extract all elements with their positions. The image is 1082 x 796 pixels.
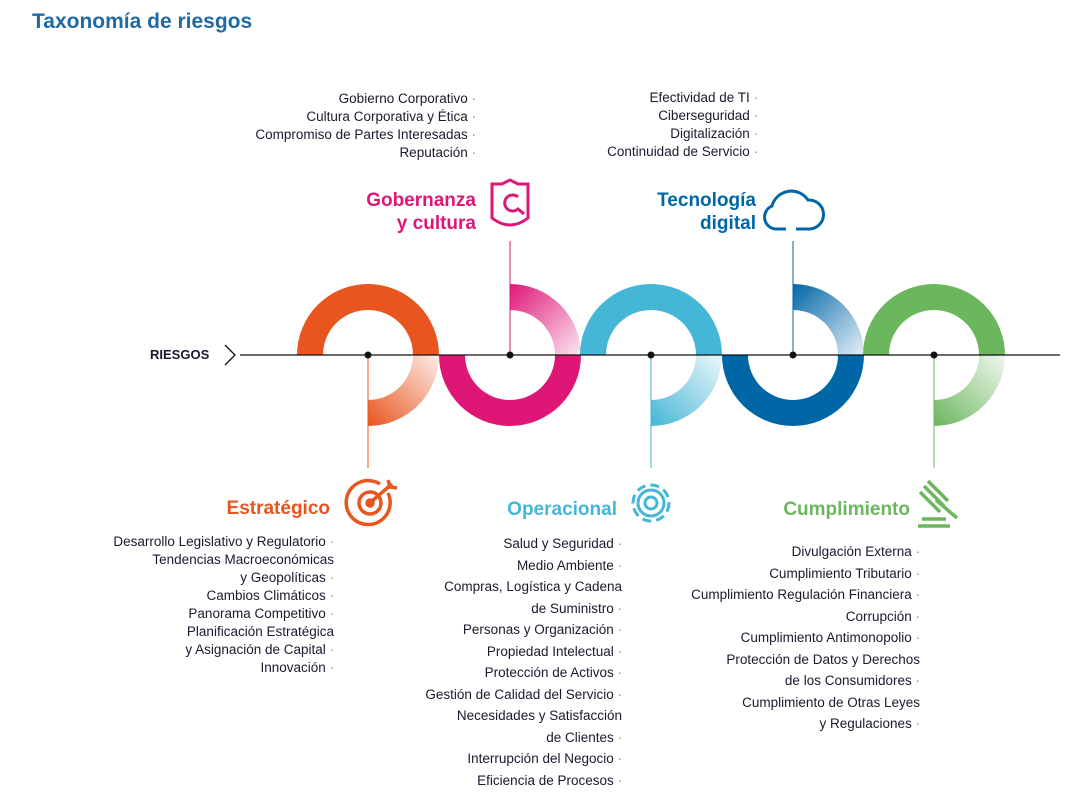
estrategico-ring-half [297,284,439,355]
gobernanza-node [506,351,514,359]
risk-item: Protección de Activos [425,662,622,684]
axis-label: RIESGOS [150,347,210,362]
risk-item: Medio Ambiente [425,555,622,577]
tecnologia-node [789,351,797,359]
risk-item: Ciberseguridad [607,107,758,125]
tecnologia-title-line1: Tecnología [657,190,756,211]
gavel-icon [918,479,959,528]
risk-item: Compras, Logística y Cadena [444,579,622,594]
risk-item: Efectividad de TI [607,89,758,107]
estrategico-ring-quarter [368,355,439,426]
gobernanza-ring-half [439,355,581,426]
cumplimiento-ring-half [863,284,1005,355]
risk-item: Compromiso de Partes Interesadas [255,126,476,144]
risk-item: Protección de Datos y Derechos [726,651,920,667]
gear-icon [631,483,671,523]
risk-item: Gestión de Calidad del Servicio [425,684,622,706]
cumplimiento-node [930,351,938,359]
risk-item: Personas y Organización [425,619,622,641]
cloud-icon [763,189,826,231]
operacional-items: Salud y SeguridadMedio AmbienteCompras, … [425,533,622,791]
page-title: Taxonomía de riesgos [32,10,253,33]
risk-item: Propiedad Intelectual [425,641,622,663]
risk-item: Corrupción [691,606,920,628]
risk-item: Salud y Seguridad [425,533,622,555]
risk-item: Planificación Estratégica [186,624,334,639]
gobernanza-ring-quarter [510,284,581,355]
risk-item: Tendencias Macroeconómicas [152,552,334,567]
risk-item: Cumplimiento de Otras Leyes [742,694,920,710]
risk-item: y Regulaciones [691,713,920,735]
risk-item: Cultura Corporativa y Ética [255,108,476,126]
risk-item: Panorama Competitivo [113,605,334,623]
operacional-node [647,351,655,359]
operacional-ring-quarter [651,355,722,426]
gobernanza-items: Gobierno CorporativoCultura Corporativa … [255,90,476,162]
arrow-icon [224,344,236,366]
risk-item: y Geopolíticas [113,569,334,587]
risk-item: Desarrollo Legislativo y Regulatorio [113,533,334,551]
risk-item: Interrupción del Negocio [425,748,622,770]
risk-item: Cumplimiento Regulación Financiera [691,584,920,606]
risk-item: Cumplimiento Tributario [691,563,920,585]
estrategico-node [364,351,372,359]
risk-item: y Asignación de Capital [113,641,334,659]
gobernanza-title-line1: Gobernanza [366,190,476,211]
risk-item: Necesidades y Satisfacción [456,708,622,723]
tecnologia-items: Efectividad de TICiberseguridadDigitaliz… [607,89,758,161]
risk-item: Divulgación Externa [691,541,920,563]
target-icon [344,478,398,527]
estrategico-items: Desarrollo Legislativo y RegulatorioTend… [113,533,334,677]
tecnologia-title: Tecnología digital [657,189,756,235]
estrategico-title: Estratégico [226,498,330,519]
risk-item: de Suministro [425,598,622,620]
risk-item: Cumplimiento Antimonopolio [691,627,920,649]
risk-item: de los Consumidores [691,670,920,692]
cumplimiento-title: Cumplimiento [783,499,910,520]
risk-item: de Clientes [425,727,622,749]
risk-item: Gobierno Corporativo [255,90,476,108]
shield-icon [490,178,530,227]
operacional-ring-half [580,284,722,355]
tecnologia-ring-quarter [793,284,864,355]
tecnologia-title-line2: digital [700,213,756,234]
risk-item: Cambios Climáticos [113,587,334,605]
risk-item: Innovación [113,659,334,677]
risk-item: Digitalización [607,125,758,143]
cumplimiento-items: Divulgación ExternaCumplimiento Tributar… [691,541,920,735]
operacional-title: Operacional [507,499,617,520]
gobernanza-title-line2: y cultura [396,213,476,234]
gobernanza-title: Gobernanza y cultura [366,189,476,235]
risk-item: Eficiencia de Procesos [425,770,622,792]
risk-item: Continuidad de Servicio [607,143,758,161]
tecnologia-ring-half [722,355,864,426]
cumplimiento-ring-quarter [934,355,1005,426]
risk-item: Reputación [255,144,476,162]
